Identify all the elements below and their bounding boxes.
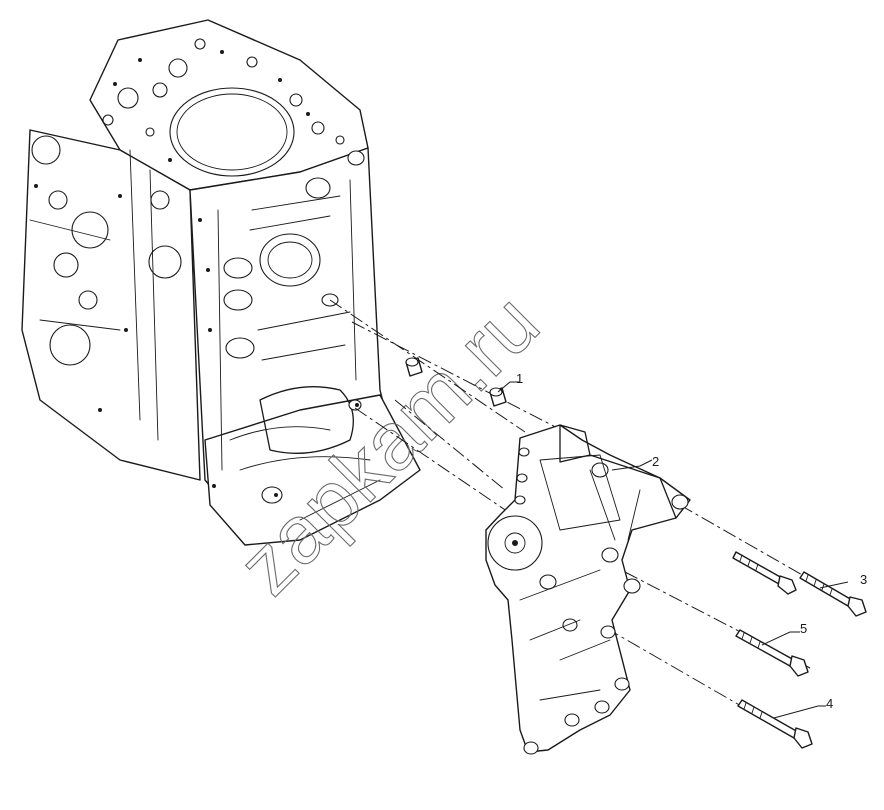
bolt-3 <box>799 571 867 617</box>
callout-1: 1 <box>497 371 523 393</box>
callout-label-1: 1 <box>516 371 523 386</box>
callout-3: 3 <box>819 572 867 589</box>
bolt-5 <box>735 629 809 677</box>
callout-label-2: 2 <box>652 454 659 469</box>
bolt-4 <box>737 699 813 749</box>
engine-block <box>21 19 421 546</box>
callout-5: 5 <box>761 621 807 646</box>
callout-4: 4 <box>773 696 833 719</box>
bolt-upper <box>732 551 797 595</box>
callout-label-4: 4 <box>826 696 833 711</box>
callout-2: 2 <box>611 454 659 471</box>
mounting-bracket <box>485 424 691 755</box>
dowel-sleeves <box>405 357 507 407</box>
callout-label-5: 5 <box>800 621 807 636</box>
callout-label-3: 3 <box>860 572 867 587</box>
